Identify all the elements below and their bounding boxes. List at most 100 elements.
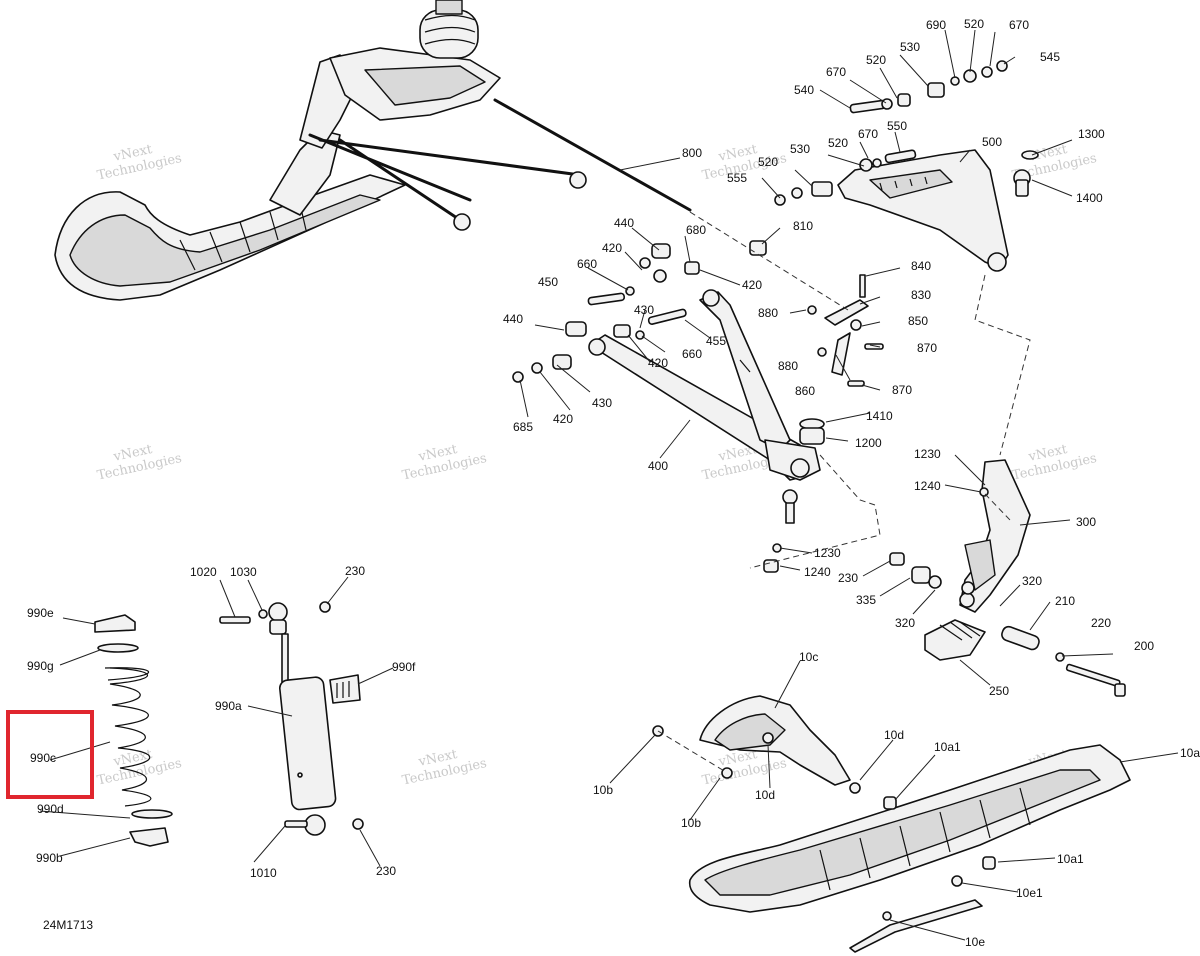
watermark: vNext Technologies [96, 442, 183, 484]
label-670[interactable]: 670 [1009, 18, 1029, 32]
label-400[interactable]: 400 [648, 459, 668, 473]
label-1200[interactable]: 1200 [855, 436, 882, 450]
label-520[interactable]: 520 [758, 155, 778, 169]
label-990c[interactable]: 990c [30, 751, 56, 765]
label-500[interactable]: 500 [982, 135, 1002, 149]
label-230[interactable]: 230 [838, 571, 858, 585]
shock-spring-top [419, 9, 479, 59]
label-840[interactable]: 840 [911, 259, 931, 273]
label-10d[interactable]: 10d [755, 788, 775, 802]
leader-lines [39, 29, 1179, 941]
label-230[interactable]: 230 [345, 564, 365, 578]
label-850[interactable]: 850 [908, 314, 928, 328]
label-1240[interactable]: 1240 [804, 565, 831, 579]
label-440[interactable]: 440 [503, 312, 523, 326]
label-10b[interactable]: 10b [593, 783, 613, 797]
label-800[interactable]: 800 [682, 146, 702, 160]
label-320[interactable]: 320 [1022, 574, 1042, 588]
label-430[interactable]: 430 [592, 396, 612, 410]
label-520[interactable]: 520 [866, 53, 886, 67]
label-455[interactable]: 455 [706, 334, 726, 348]
label-860[interactable]: 860 [795, 384, 815, 398]
watermark: vNext Technologies [401, 442, 488, 484]
shock-label-990f [329, 674, 361, 704]
label-555[interactable]: 555 [727, 171, 747, 185]
spindle-300 [889, 459, 1031, 613]
label-870[interactable]: 870 [917, 341, 937, 355]
label-1240[interactable]: 1240 [914, 479, 941, 493]
watermark: vNext Technologies [96, 142, 183, 184]
shock-absorber-990a [219, 601, 364, 836]
label-520[interactable]: 520 [964, 17, 984, 31]
label-320[interactable]: 320 [895, 616, 915, 630]
steering-rod-800 [493, 98, 692, 212]
label-420[interactable]: 420 [553, 412, 573, 426]
label-990g[interactable]: 990g [27, 659, 54, 673]
label-420[interactable]: 420 [648, 356, 668, 370]
label-450[interactable]: 450 [538, 275, 558, 289]
upper-arm-hardware [749, 60, 1039, 256]
label-685[interactable]: 685 [513, 420, 533, 434]
label-230[interactable]: 230 [376, 864, 396, 878]
label-990e[interactable]: 990e [27, 606, 54, 620]
label-420[interactable]: 420 [602, 241, 622, 255]
label-10a1[interactable]: 10a1 [934, 740, 961, 754]
label-520[interactable]: 520 [828, 136, 848, 150]
label-1020[interactable]: 1020 [190, 565, 217, 579]
label-660[interactable]: 660 [682, 347, 702, 361]
label-990f[interactable]: 990f [392, 660, 416, 674]
label-830[interactable]: 830 [911, 288, 931, 302]
label-10b[interactable]: 10b [681, 816, 701, 830]
label-530[interactable]: 530 [900, 40, 920, 54]
part-labels: 690 520 670 530 520 545 670 540 1300 550… [27, 17, 1200, 949]
label-670[interactable]: 670 [858, 127, 878, 141]
label-1230[interactable]: 1230 [914, 447, 941, 461]
label-530[interactable]: 530 [790, 142, 810, 156]
label-990a[interactable]: 990a [215, 699, 242, 713]
label-690[interactable]: 690 [926, 18, 946, 32]
label-300[interactable]: 300 [1076, 515, 1096, 529]
label-1410[interactable]: 1410 [866, 409, 893, 423]
label-440[interactable]: 440 [614, 216, 634, 230]
label-545[interactable]: 545 [1040, 50, 1060, 64]
label-10c[interactable]: 10c [799, 650, 818, 664]
label-870[interactable]: 870 [892, 383, 912, 397]
label-430[interactable]: 430 [634, 303, 654, 317]
label-335[interactable]: 335 [856, 593, 876, 607]
label-250[interactable]: 250 [989, 684, 1009, 698]
watermark: vNext Technologies [1011, 442, 1098, 484]
label-880[interactable]: 880 [778, 359, 798, 373]
label-200[interactable]: 200 [1134, 639, 1154, 653]
label-1400[interactable]: 1400 [1076, 191, 1103, 205]
label-810[interactable]: 810 [793, 219, 813, 233]
label-10a[interactable]: 10a [1180, 746, 1200, 760]
label-420[interactable]: 420 [742, 278, 762, 292]
label-1010[interactable]: 1010 [250, 866, 277, 880]
label-990d[interactable]: 990d [37, 802, 64, 816]
label-10d[interactable]: 10d [884, 728, 904, 742]
mounting-hardware-200-210-250 [924, 619, 1126, 697]
label-1300[interactable]: 1300 [1078, 127, 1105, 141]
label-220[interactable]: 220 [1091, 616, 1111, 630]
label-670[interactable]: 670 [826, 65, 846, 79]
label-660[interactable]: 660 [577, 257, 597, 271]
highlight-box-990c [6, 710, 94, 799]
label-540[interactable]: 540 [794, 83, 814, 97]
label-990b[interactable]: 990b [36, 851, 63, 865]
lower-a-arm-400 [588, 289, 821, 481]
label-1030[interactable]: 1030 [230, 565, 257, 579]
label-10e[interactable]: 10e [965, 935, 985, 949]
label-550[interactable]: 550 [887, 119, 907, 133]
label-680[interactable]: 680 [686, 223, 706, 237]
watermark: vNext Technologies [401, 747, 488, 789]
label-880[interactable]: 880 [758, 306, 778, 320]
upper-a-arm-500 [837, 149, 1009, 272]
label-10e1[interactable]: 10e1 [1016, 886, 1043, 900]
label-1230[interactable]: 1230 [814, 546, 841, 560]
label-10a1[interactable]: 10a1 [1057, 852, 1084, 866]
label-210[interactable]: 210 [1055, 594, 1075, 608]
assembled-suspension-illustration [54, 0, 691, 301]
steering-link-830-860 [807, 274, 884, 387]
